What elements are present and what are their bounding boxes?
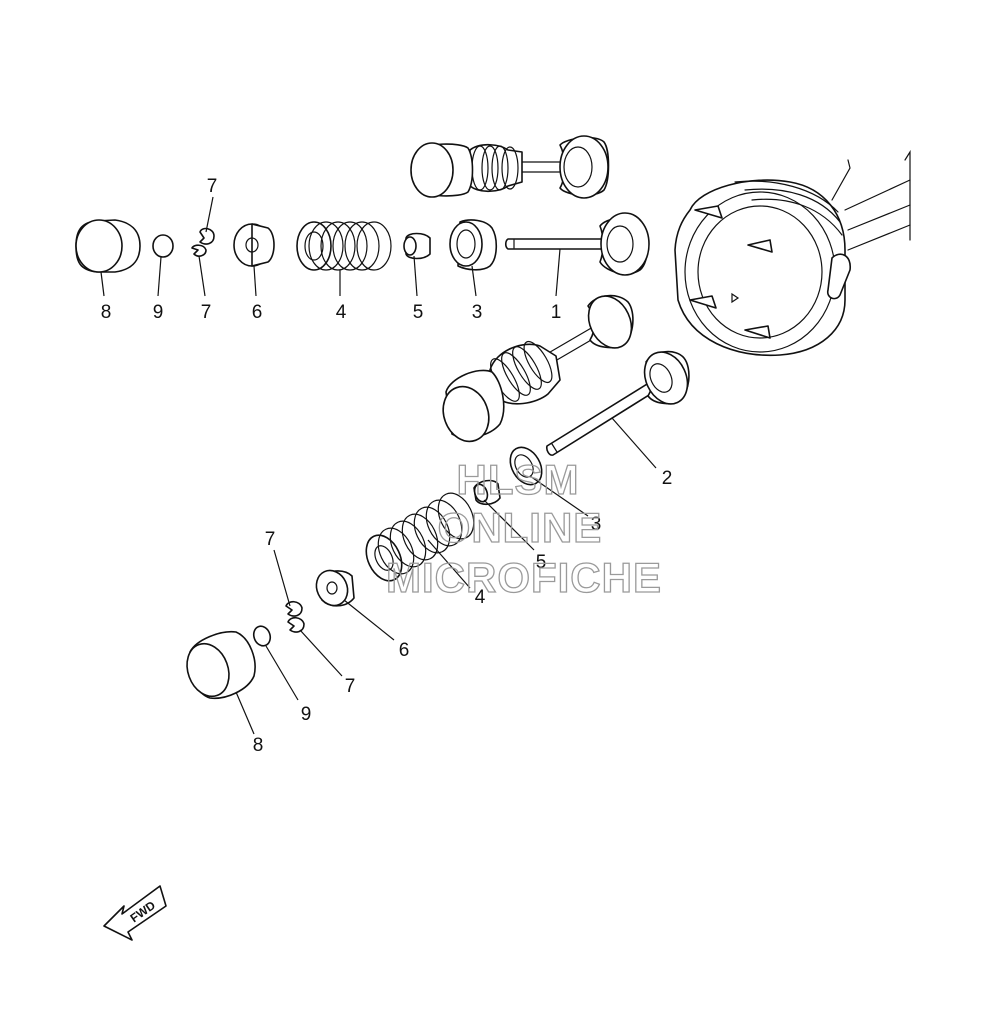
valve-stem-seal-top[interactable] [403,232,431,260]
callout-3-top: 3 [472,302,483,323]
callout-4-top: 4 [336,302,347,323]
exhaust-valve-lower[interactable] [546,345,696,456]
valve-lifter-top[interactable] [75,219,141,273]
leader-lines [100,196,657,735]
valve-spring-lower[interactable] [359,487,480,586]
valve-stem-seal-lower[interactable] [472,479,501,506]
valve-spring-top[interactable] [296,221,392,271]
fwd-arrow-icon: FWD [103,885,167,941]
callout-6-top: 6 [252,302,263,323]
callout-4-low: 4 [475,587,486,608]
valve-cotter-lower-lower[interactable] [287,616,305,633]
valve-spring-seat-lower[interactable] [504,442,548,491]
valve-pad-lower[interactable] [251,624,273,648]
callout-5-top: 5 [413,302,424,323]
intake-valve-top[interactable] [504,212,650,276]
valve-spring-retainer-top[interactable] [233,223,275,267]
valve-cotter-lower-top[interactable] [191,244,207,257]
callout-numbers: 7 8 9 7 6 4 5 3 1 2 3 5 4 7 6 7 9 8 [101,176,673,756]
valve-spring-retainer-lower[interactable] [311,565,355,610]
callout-3-low: 3 [591,514,602,535]
callout-2: 2 [662,468,673,489]
callout-5-low: 5 [536,552,547,573]
callout-7-top: 7 [207,176,218,197]
watermark-line-1: HLSM [457,456,580,503]
watermark: HLSM ONLINE MICROFICHE [385,455,662,601]
callout-8-top: 8 [101,302,112,323]
valve-lifter-lower[interactable] [180,630,256,702]
valve-cotter-upper-lower[interactable] [285,600,303,617]
watermark-line-3: MICROFICHE [386,554,662,601]
callout-7-low: 7 [265,529,276,550]
callout-8-low: 8 [253,735,264,756]
assembled-intake-valve-top[interactable] [410,135,610,199]
valve-cotter-upper-top[interactable] [199,227,215,245]
callout-7b-low: 7 [345,676,356,697]
callout-7b-top: 7 [201,302,212,323]
callout-9-low: 9 [301,704,312,725]
valve-pad-top[interactable] [152,234,174,258]
watermark-line-2: ONLINE [438,504,603,551]
assembled-exhaust-valve-middle[interactable] [436,289,640,448]
callout-6-low: 6 [399,640,410,661]
piston[interactable] [674,149,911,357]
callout-9-top: 9 [153,302,164,323]
valve-spring-seat-top[interactable] [449,219,498,271]
callout-1: 1 [551,302,562,323]
